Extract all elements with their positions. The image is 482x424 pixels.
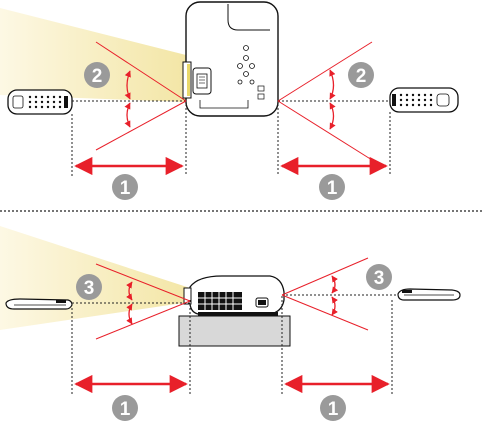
bottom-panel: 3 3 1 1 bbox=[0, 226, 460, 421]
callout-badge-bottom-left-angle: 3 bbox=[76, 274, 102, 300]
callout-badge-top-right-distance: 1 bbox=[319, 174, 345, 200]
pedestal-icon bbox=[179, 316, 290, 346]
light-beam-top bbox=[0, 8, 186, 102]
callout-badge-bottom-right-angle: 3 bbox=[366, 264, 392, 290]
remote-control-icon-bottom-right bbox=[398, 289, 460, 300]
projector-top-view-icon bbox=[183, 2, 278, 116]
projector-side-view-icon bbox=[184, 276, 284, 316]
svg-text:2: 2 bbox=[92, 66, 103, 87]
svg-text:1: 1 bbox=[120, 399, 131, 420]
callout-badge-top-right-angle: 2 bbox=[348, 62, 374, 88]
svg-text:3: 3 bbox=[374, 268, 385, 289]
angle-arrow-top-right bbox=[330, 70, 334, 99]
remote-control-icon-top-left bbox=[8, 90, 72, 114]
callout-badge-bottom-left-distance: 1 bbox=[112, 395, 138, 421]
svg-text:1: 1 bbox=[120, 178, 131, 199]
top-panel: 2 2 1 1 bbox=[0, 2, 458, 200]
angle-arrow-top-right-lower bbox=[330, 103, 334, 129]
svg-text:3: 3 bbox=[84, 278, 95, 299]
angle-arrow-bottom-right-lower bbox=[332, 297, 335, 315]
remote-control-icon-top-right bbox=[390, 88, 458, 112]
angle-arrow-bottom-right bbox=[332, 276, 335, 293]
angle-arrow-top-left-lower bbox=[127, 103, 130, 127]
svg-text:1: 1 bbox=[327, 178, 338, 199]
callout-badge-top-left-angle: 2 bbox=[84, 62, 110, 88]
remote-control-icon-bottom-left bbox=[6, 299, 72, 309]
callout-badge-bottom-right-distance: 1 bbox=[320, 395, 346, 421]
svg-text:1: 1 bbox=[328, 399, 339, 420]
callout-badge-top-left-distance: 1 bbox=[112, 174, 138, 200]
svg-text:2: 2 bbox=[356, 66, 367, 87]
